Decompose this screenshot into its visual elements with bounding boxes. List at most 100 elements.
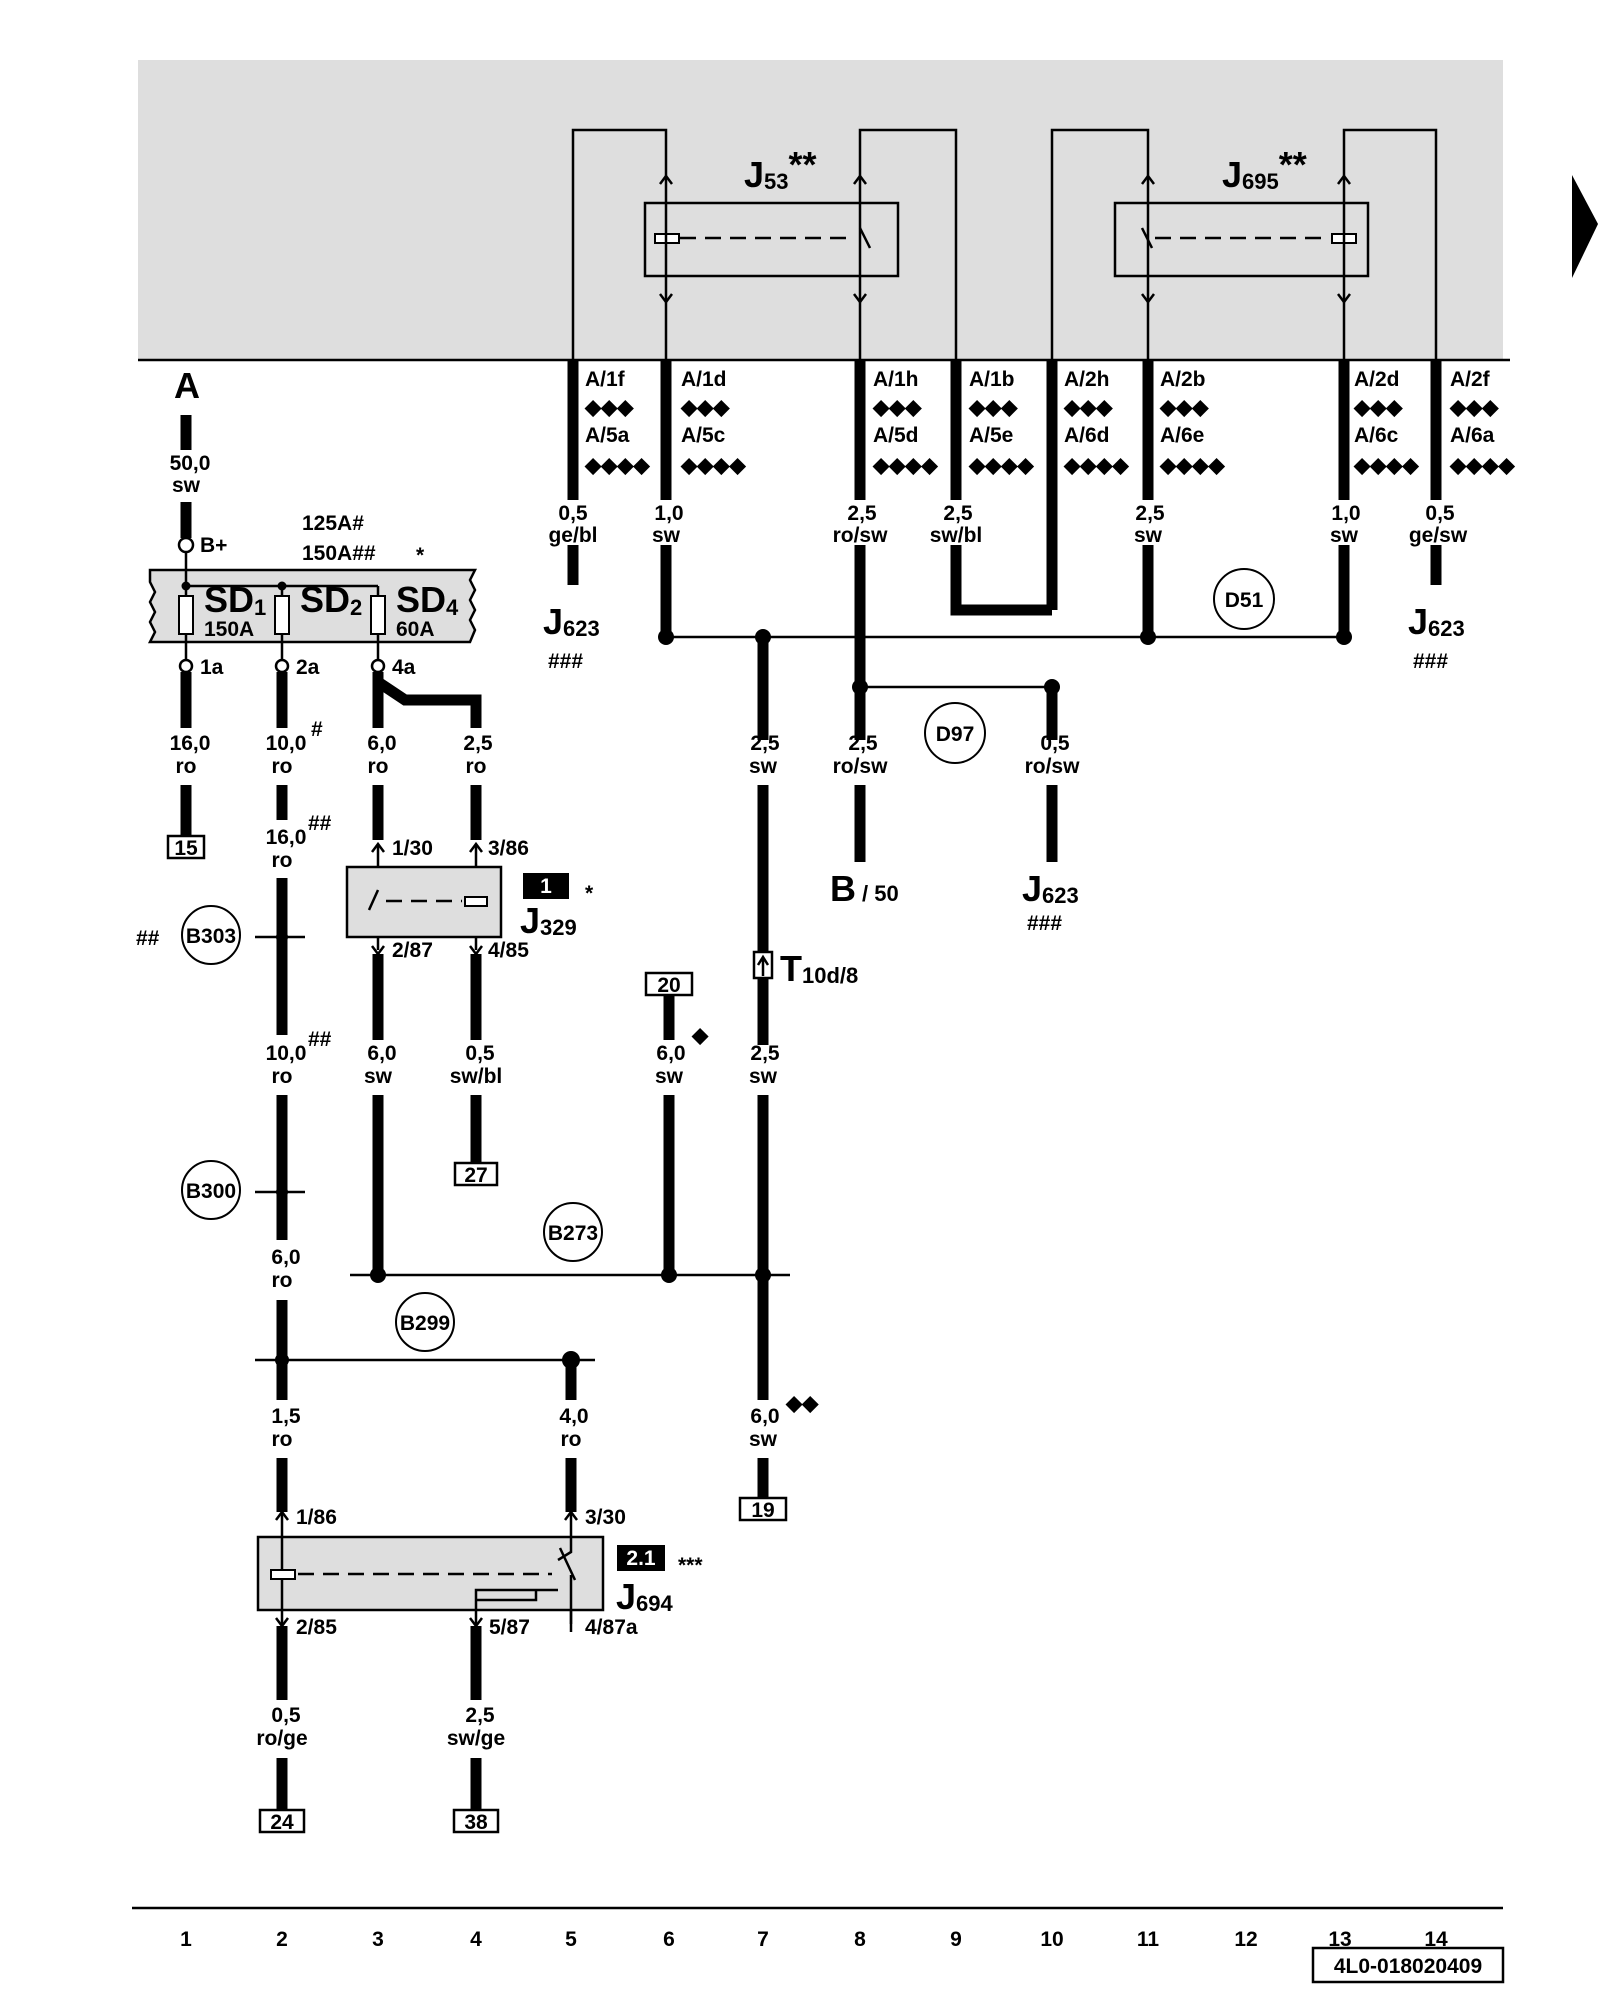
j623-note-3: ###	[1027, 912, 1062, 935]
j53-leads	[664, 176, 862, 300]
label: 6,0	[750, 1405, 779, 1428]
t10d-arrow	[756, 954, 770, 976]
pin-4-85: 4/85	[488, 939, 529, 962]
sd1-rating: 150A	[204, 618, 254, 641]
j694-badge-label: 2.1	[626, 1547, 656, 1570]
svg-text:ro/sw: ro/sw	[833, 524, 889, 547]
svg-text:◆◆◆: ◆◆◆	[1063, 396, 1113, 419]
b-plus-terminal	[177, 536, 195, 554]
svg-text:A/2d: A/2d	[1354, 368, 1400, 391]
j623-label-3: J623	[1022, 868, 1079, 909]
fuse-box-sd	[147, 568, 478, 644]
svg-text:2,5: 2,5	[943, 502, 973, 525]
ref-38	[452, 1808, 500, 1834]
pin-3-30: 3/30	[585, 1506, 626, 1529]
splice-b300	[181, 1160, 241, 1220]
j623-note-2: ###	[1413, 650, 1448, 673]
svg-text:11: 11	[1137, 1928, 1160, 1951]
svg-text:A/5a: A/5a	[585, 424, 630, 447]
note: ##	[308, 1028, 332, 1051]
point-a-label: A	[174, 365, 200, 406]
svg-text:A/2b: A/2b	[1160, 368, 1206, 391]
fuse-note-2: 150A##	[302, 542, 376, 565]
splice-b273-label: B273	[548, 1222, 598, 1245]
svg-text:2,5: 2,5	[1135, 502, 1165, 525]
node	[852, 679, 868, 695]
label: 50,0	[170, 452, 211, 475]
label: 1,5	[271, 1405, 301, 1428]
svg-text:◆◆◆◆: ◆◆◆◆	[1063, 454, 1129, 477]
sd4-rating: 60A	[396, 618, 435, 641]
node	[658, 629, 674, 645]
j695-label: J695**	[1222, 144, 1307, 195]
j329-label: J329	[520, 900, 577, 941]
svg-text:ge/sw: ge/sw	[1409, 524, 1468, 547]
svg-text:◆◆◆: ◆◆◆	[680, 396, 730, 419]
svg-text:1: 1	[180, 1928, 192, 1951]
svg-text:A/5e: A/5e	[969, 424, 1013, 447]
note: ##	[136, 927, 160, 950]
fuse-sd1	[178, 595, 194, 635]
j329-coil	[464, 896, 488, 907]
b-plus-label: B+	[200, 534, 227, 557]
label: 2,5	[465, 1704, 495, 1727]
svg-text:9: 9	[950, 1928, 962, 1951]
b50-label: B/ 50	[830, 868, 899, 909]
label: sw	[655, 1065, 684, 1088]
label: 16,0	[170, 732, 211, 755]
splice-d97-label: D97	[936, 723, 975, 746]
j53-loop-left	[571, 128, 668, 360]
j53-loop-right	[858, 128, 958, 360]
wire-4a-branch	[372, 672, 482, 728]
svg-text:◆◆◆: ◆◆◆	[1353, 396, 1403, 419]
label: ro	[272, 1269, 293, 1292]
node	[661, 1267, 677, 1283]
splice-d51-label: D51	[1225, 589, 1264, 612]
svg-text:◆◆◆◆: ◆◆◆◆	[1159, 454, 1225, 477]
label: 10,0	[266, 732, 307, 755]
node	[277, 581, 287, 591]
j694-internal	[476, 1590, 538, 1602]
ref-20-label: 20	[657, 974, 680, 997]
ref-15	[166, 834, 206, 860]
svg-text:A/1f: A/1f	[585, 368, 626, 391]
ref-38-label: 38	[464, 1811, 488, 1834]
svg-text:A/1d: A/1d	[681, 368, 727, 391]
svg-text:5: 5	[565, 1928, 577, 1951]
label: ro/sw	[1025, 755, 1081, 778]
label: ro	[466, 755, 487, 778]
svg-text:sw: sw	[652, 524, 681, 547]
pin-2-87: 2/87	[392, 939, 433, 962]
label: ro	[176, 755, 197, 778]
next-page-arrow[interactable]	[1572, 175, 1598, 278]
note: ◆	[691, 1024, 709, 1047]
svg-text:◆◆◆: ◆◆◆	[584, 396, 634, 419]
svg-text:A/6d: A/6d	[1064, 424, 1110, 447]
j53-relay-box	[643, 201, 900, 278]
svg-text:◆◆◆: ◆◆◆	[1159, 396, 1209, 419]
svg-text:A/2h: A/2h	[1064, 368, 1110, 391]
ref-24-label: 24	[270, 1811, 294, 1834]
svg-text:6: 6	[663, 1928, 675, 1951]
label: 10,0	[266, 1042, 307, 1065]
j694-coil	[270, 1569, 296, 1580]
note: #	[311, 718, 323, 741]
sd2-label: SD2	[300, 579, 362, 620]
svg-text:◆◆◆◆: ◆◆◆◆	[1353, 454, 1419, 477]
pin-1-86: 1/86	[296, 1506, 337, 1529]
svg-text:◆◆◆: ◆◆◆	[968, 396, 1018, 419]
top-wire-labels: 0,5 ge/bl 1,0 sw 2,5 ro/sw 2,5 sw/bl 2,5…	[548, 502, 1467, 547]
j623-label-1: J623	[543, 601, 600, 642]
terminal-2a	[274, 658, 290, 674]
label: ro	[272, 755, 293, 778]
label: 6,0	[271, 1246, 300, 1269]
svg-text:8: 8	[854, 1928, 866, 1951]
svg-text:4: 4	[470, 1928, 482, 1951]
label: ro	[272, 1428, 293, 1451]
svg-text:1,0: 1,0	[1331, 502, 1360, 525]
note: ***	[678, 1554, 703, 1577]
svg-text:2,5: 2,5	[847, 502, 877, 525]
diagram-id: 4L0-018020409	[1334, 1955, 1482, 1978]
label: 2,5	[750, 1042, 780, 1065]
svg-text:◆◆◆◆: ◆◆◆◆	[968, 454, 1034, 477]
